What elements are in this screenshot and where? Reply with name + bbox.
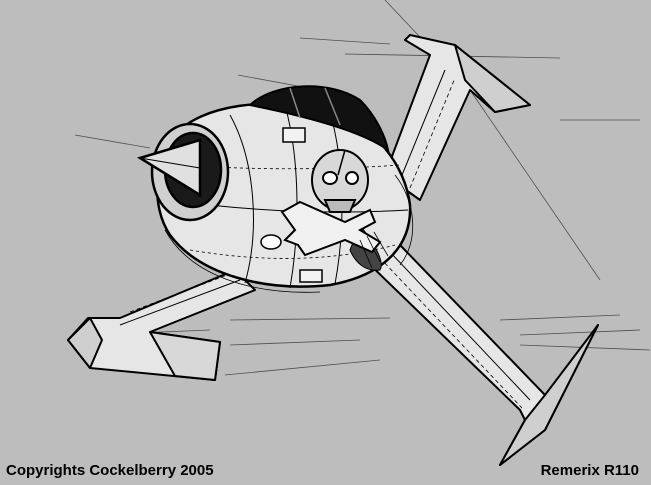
engine-intake	[136, 122, 230, 222]
copyright-caption: Copyrights Cockelberry 2005	[6, 462, 214, 479]
upper-wing	[384, 34, 531, 201]
model-caption: Remerix R110	[540, 462, 639, 479]
canopy	[247, 85, 390, 153]
left-wing	[67, 269, 256, 381]
sketch-strokes	[164, 174, 414, 293]
right-wing	[359, 244, 599, 466]
skull-emblem	[280, 149, 382, 257]
